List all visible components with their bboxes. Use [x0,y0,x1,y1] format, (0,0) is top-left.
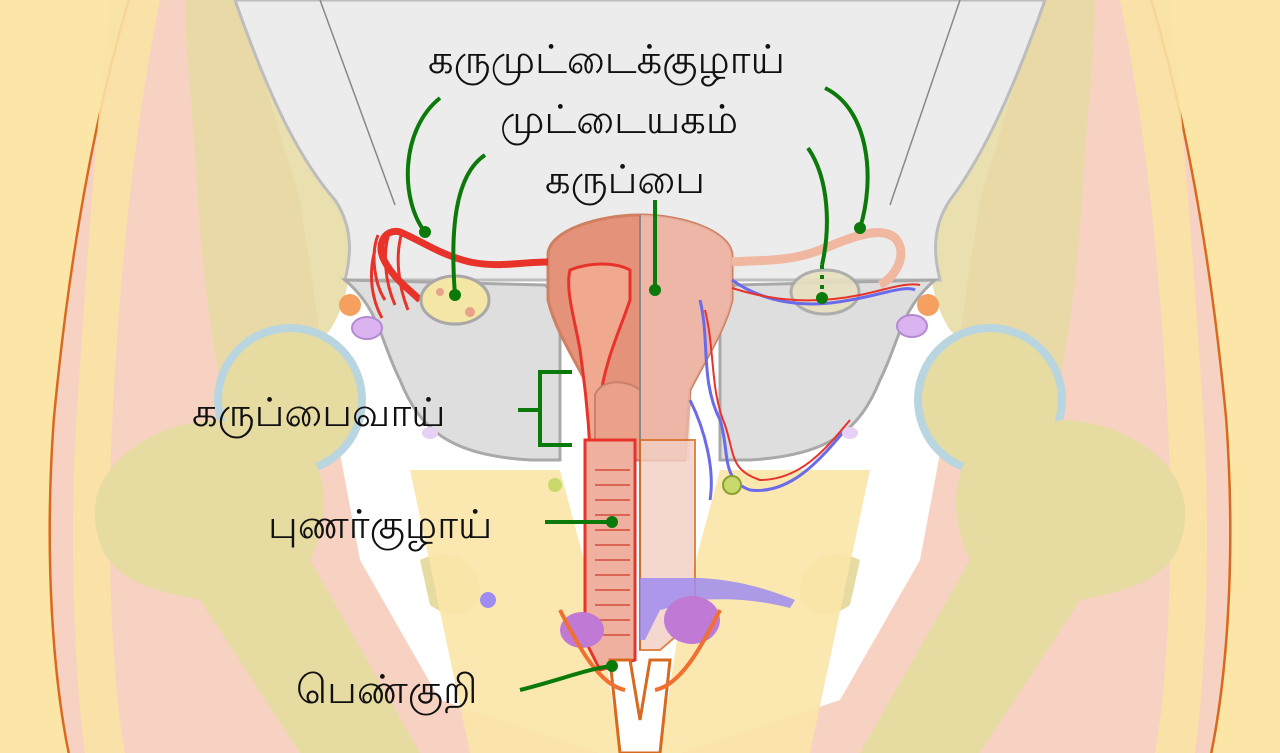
leader-vulva [519,664,613,692]
label-vagina: புணர்குழாய் [268,502,493,548]
leader-fallopian-right-dot [854,222,866,234]
perineal-fat [410,470,620,753]
femur-right [860,420,1186,753]
fat-strip-left [73,0,160,753]
ilium-right [929,0,1095,420]
label-fallopian-tube: கருமுட்டைக்குழாய் [428,37,785,83]
fimbriae-left [369,229,410,319]
vessels-red [704,283,921,482]
leader-ovary-left [451,153,487,296]
node-purple-left [480,592,496,608]
fat-strip-right [1120,0,1207,753]
lymph-node-right [722,475,742,495]
gland-left-orange [339,294,361,316]
labia [558,609,722,692]
label-ovary: முட்டையகம் [500,97,739,143]
ilium-left [185,0,351,420]
leader-vulva-dot [606,660,618,672]
lymph-node-left [548,478,562,492]
femur-left [94,420,420,753]
label-cervix: கருப்பைவாய் [192,390,446,436]
suspensory-ligament-right [889,0,961,206]
gland-right-purple [896,314,928,338]
ovary-follicle-2 [465,307,475,317]
leader-ovary-right [806,146,829,266]
vestibular-bulb-left [560,612,604,648]
leader-fallopian-left-dot [419,226,431,238]
body-skin-right [1150,0,1280,753]
vestibular-bulb-right [664,596,720,644]
node-lilac-left [422,427,438,439]
perineal-fat-right [660,470,870,753]
leader-lines [405,86,870,692]
leader-uterus-dot [649,284,661,296]
fallopian-tube-right [731,228,906,289]
fallopian-tube-left [377,227,549,303]
leader-fallopian-left [405,96,442,234]
uterus-right-overlay [640,215,732,460]
node-lilac-right [842,427,858,439]
leader-ovary-left-dot [449,289,461,301]
label-uterus: கருப்பை [545,157,706,203]
body-skin [0,0,130,753]
leader-ovary-right-dot [816,292,828,304]
ovary-right [789,268,861,316]
vessels-blue [688,278,916,501]
gland-right-orange [917,294,939,316]
gland-left-purple [351,316,383,340]
vulva-opening [608,658,672,753]
leader-cervix-bracket [518,370,572,447]
leader-fallopian-right [824,86,870,229]
label-vulva: பெண்குறி [296,667,478,713]
leader-vagina-dot [606,516,618,528]
clitoral-body [640,578,795,640]
ovary-follicle [436,288,444,296]
suspensory-ligament-left [319,0,396,206]
